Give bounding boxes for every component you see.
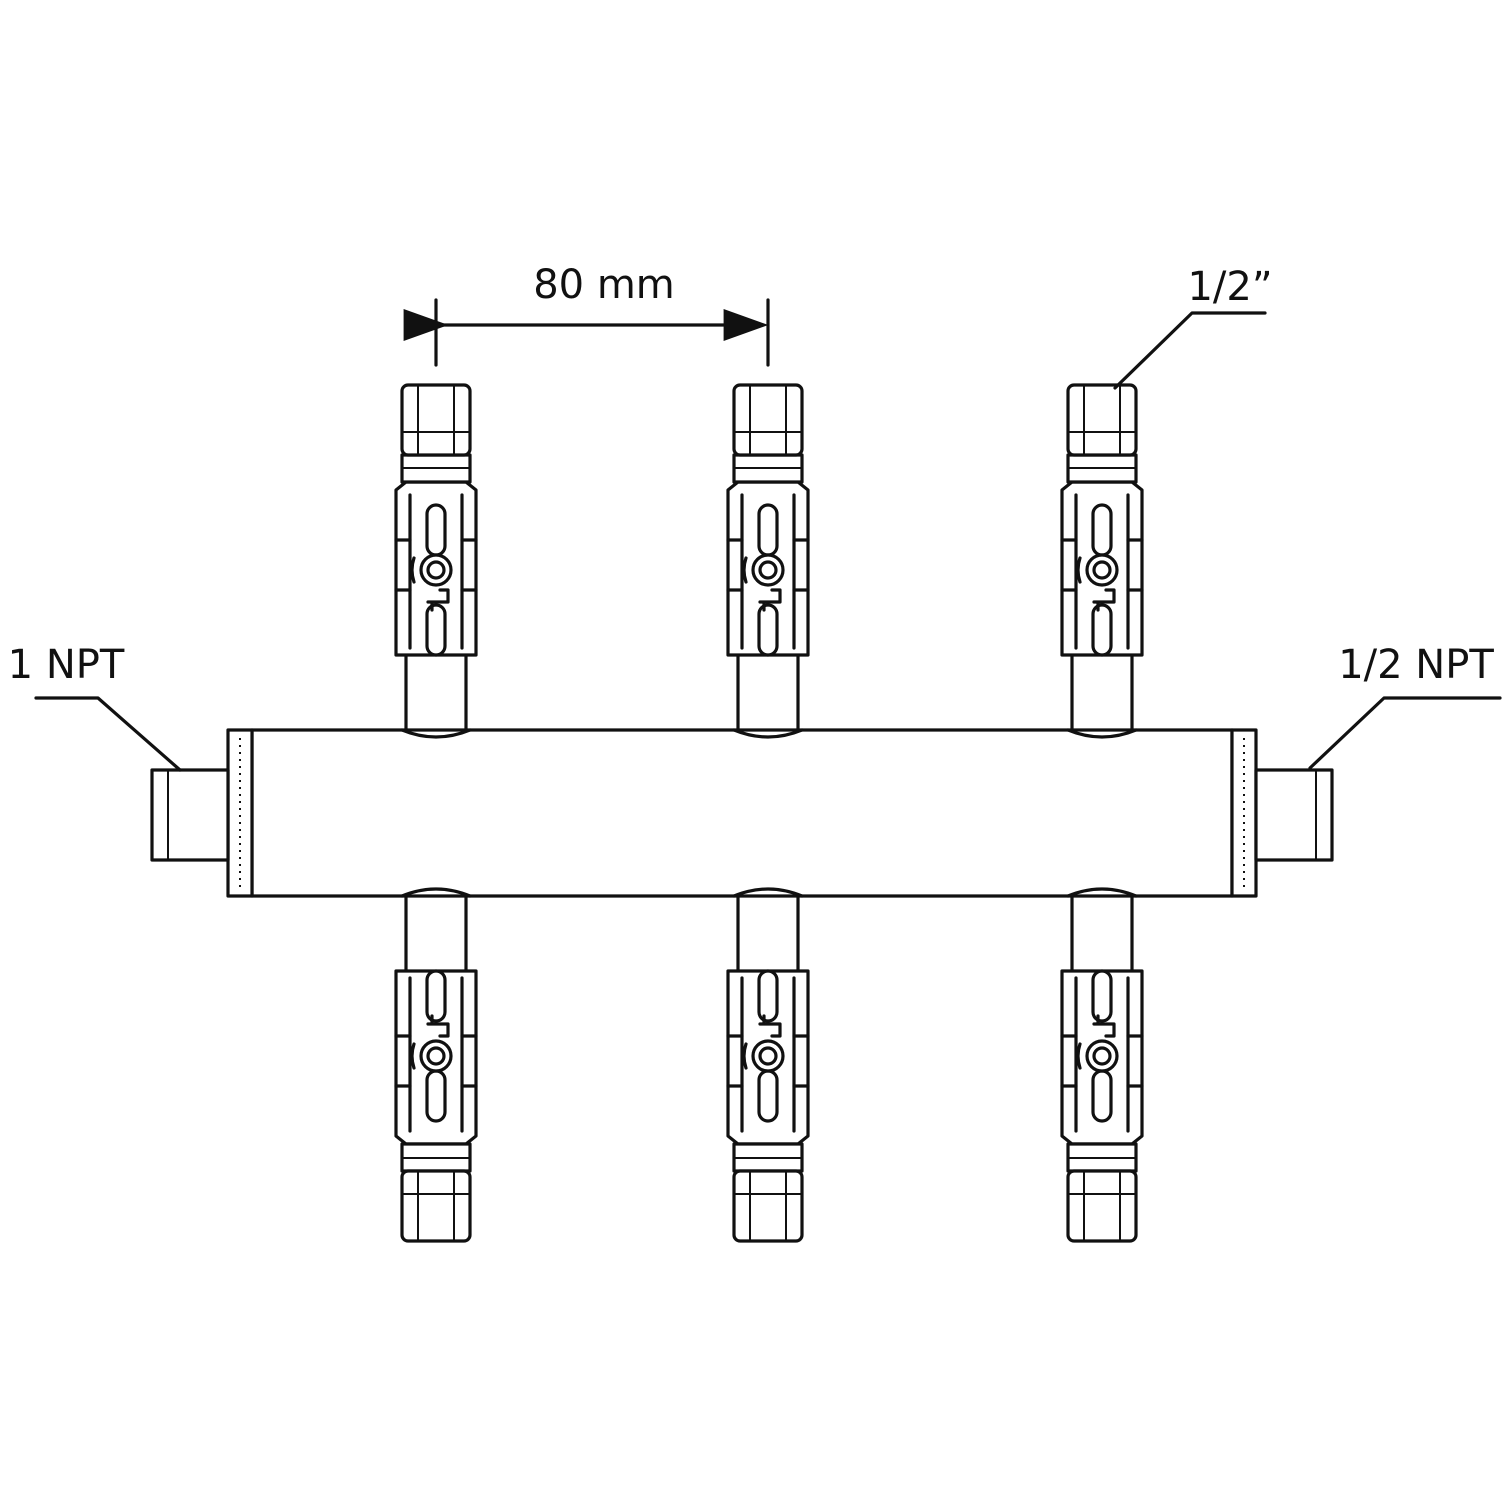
outlet-valve-bottom-1 [394,887,478,1243]
header-pipe [250,728,1234,898]
spacing-label: 80 mm [533,262,675,308]
outlet-size-label: 1/2” [1187,264,1272,310]
left-inlet-callout: 1 NPT [8,642,182,772]
right-inlet-label: 1/2 NPT [1338,642,1494,688]
outlet-valve-bottom-2 [726,887,810,1243]
outlet-valve-top-1 [394,383,478,739]
outlet-size-callout: 1/2” [1113,264,1273,390]
right-end-collar [1230,728,1258,898]
outlet-valve-bottom-3 [1060,887,1144,1243]
outlet-valve-top-3 [1060,383,1144,739]
left-inlet-label: 1 NPT [8,642,125,688]
outlet-valve-top-2 [726,383,810,739]
right-inlet-callout: 1/2 NPT [1308,642,1502,770]
spacing-dimension: 80 mm [403,262,770,367]
right-inlet-fitting [1254,768,1334,862]
left-inlet-fitting [150,768,230,862]
